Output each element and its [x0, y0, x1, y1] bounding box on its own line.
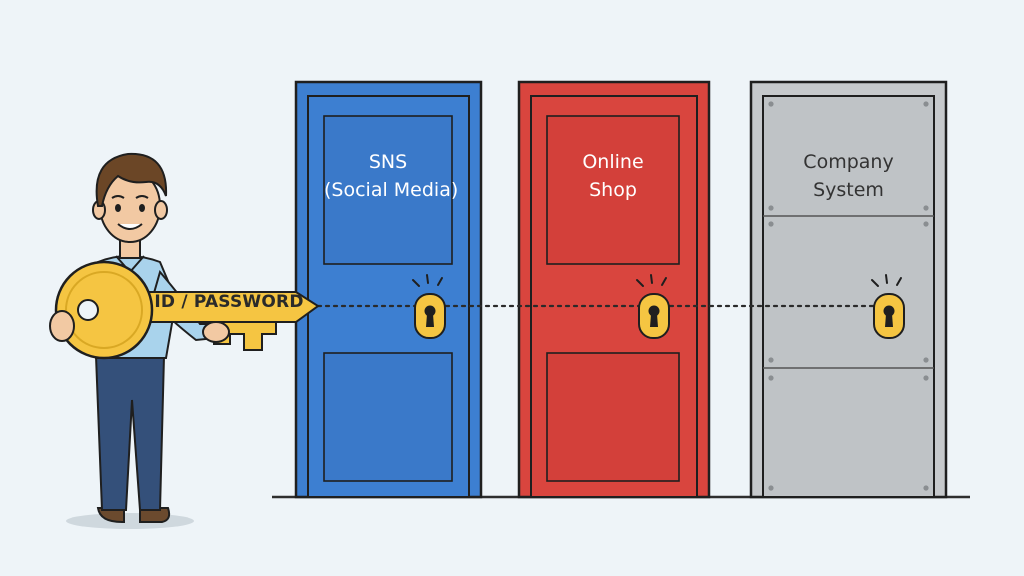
company-system-door	[749, 80, 948, 499]
company-system-door-label-line2: System	[813, 179, 884, 201]
keyhole-lock-icon	[871, 274, 905, 339]
keyhole-lock-icon	[412, 274, 446, 339]
online-shop-door-label-line1: Online	[582, 151, 644, 173]
key-label: ID / PASSWORD	[154, 292, 304, 312]
sns-door-label-line2: (Social Media)	[324, 179, 459, 201]
company-system-door-label: Company System	[763, 148, 934, 204]
online-shop-door-label: Online Shop	[547, 148, 679, 204]
keyhole-lock-icon	[636, 274, 670, 339]
company-system-door-label-line1: Company	[803, 151, 894, 173]
key-icon	[49, 260, 320, 360]
sns-door-label-line1: SNS	[368, 151, 408, 173]
online-shop-door-label-line2: Shop	[589, 179, 637, 201]
online-shop-door	[517, 80, 711, 499]
sns-door-label: SNS (Social Media)	[324, 148, 459, 204]
sns-door	[294, 80, 483, 499]
